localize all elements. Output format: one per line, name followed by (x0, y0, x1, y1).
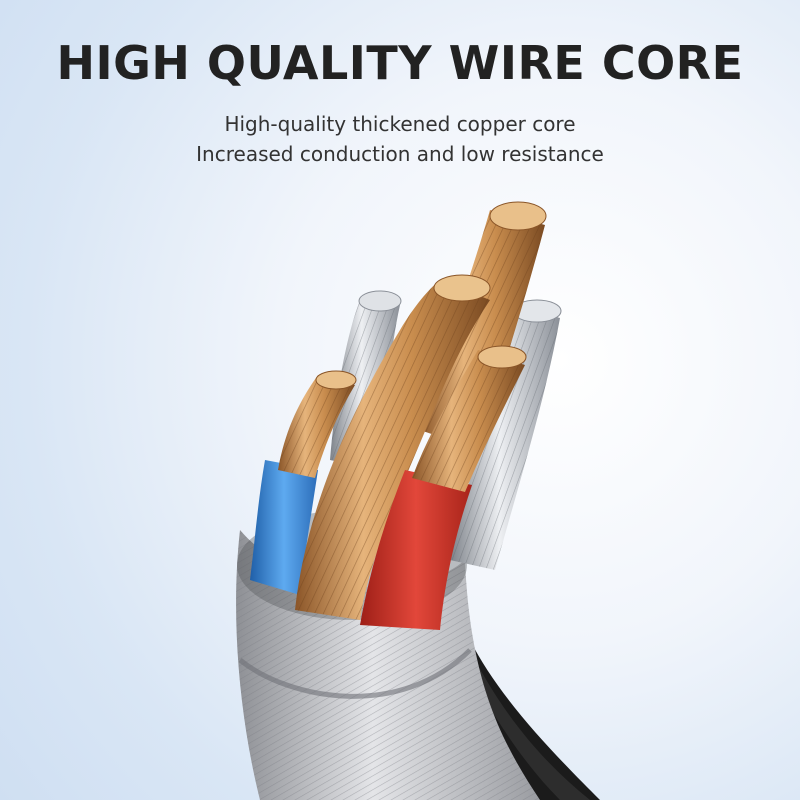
subtitle-line-2: Increased conduction and low resistance (196, 142, 604, 166)
blue-insulated-wire (250, 370, 357, 595)
red-insulated-wire (360, 345, 527, 630)
copper-strand-top (420, 201, 547, 450)
subtitle-line-1: High-quality thickened copper core (224, 112, 576, 136)
headline: HIGH QUALITY WIRE CORE (56, 36, 744, 90)
copper-bundle-center (295, 274, 491, 620)
silver-strand-right (450, 299, 562, 570)
